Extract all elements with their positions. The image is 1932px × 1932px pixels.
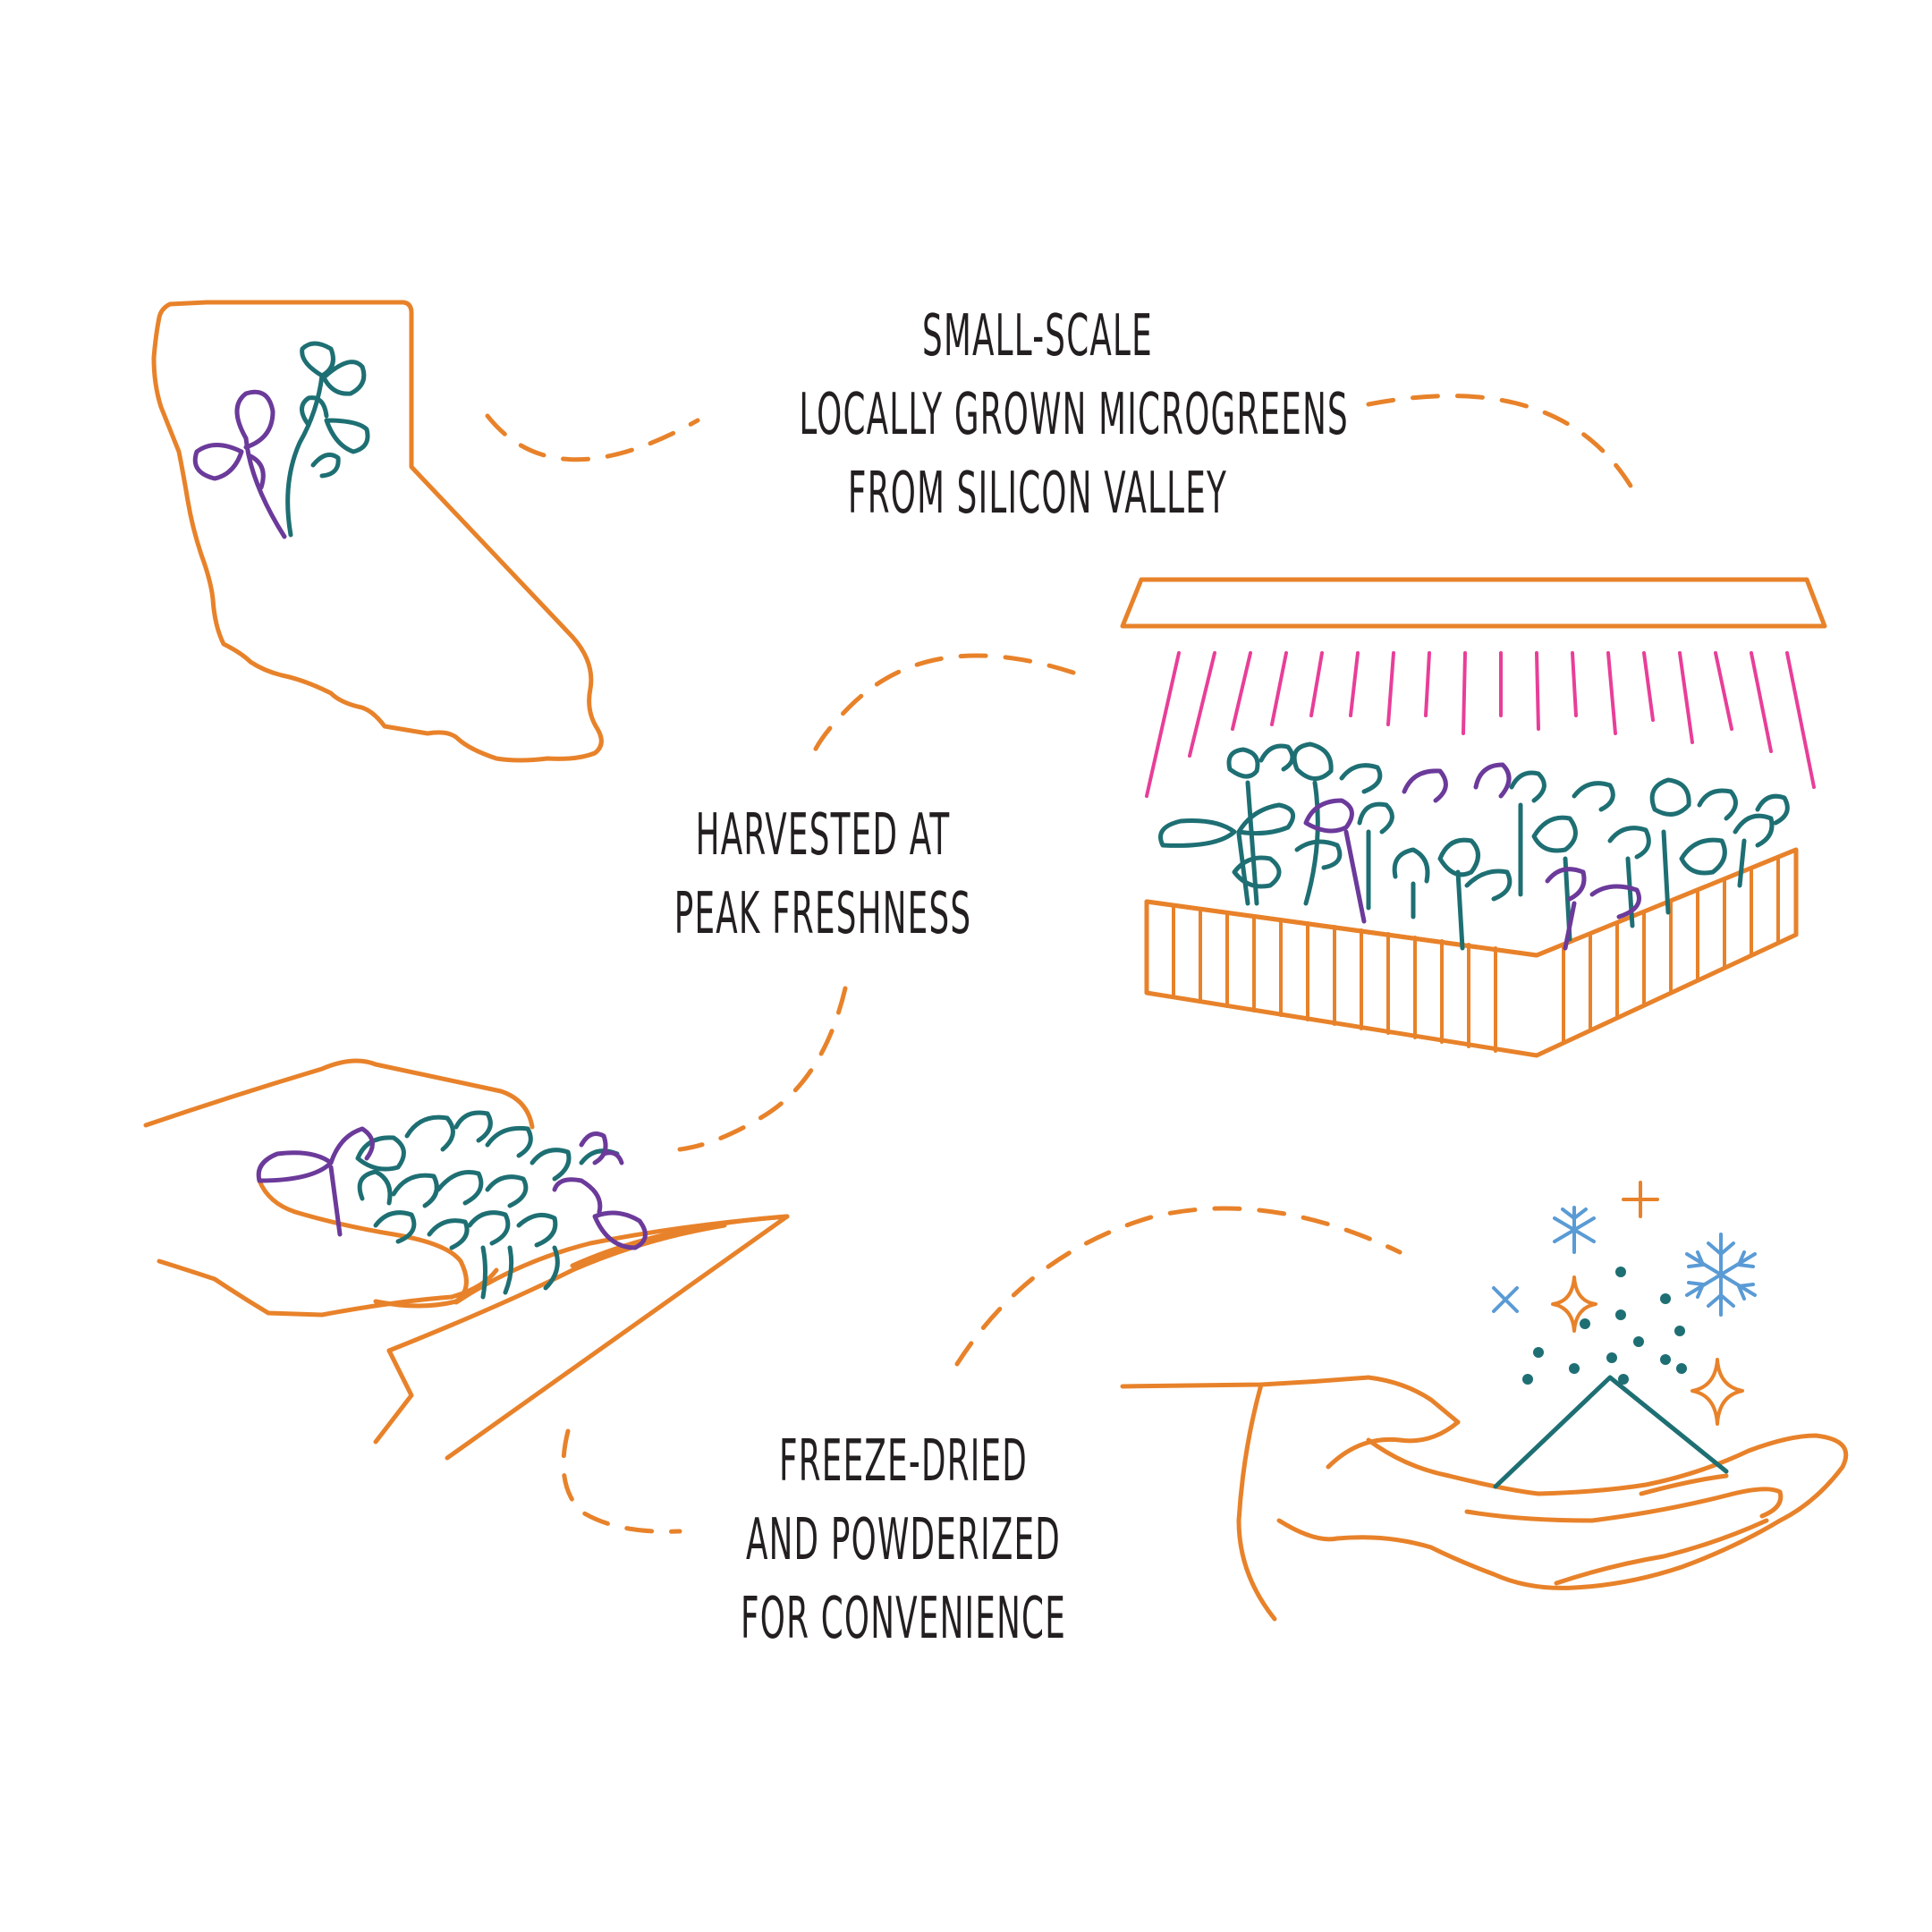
connector-dash-3 xyxy=(807,653,1076,767)
hand-holding-powder-icon xyxy=(1120,1267,1849,1622)
caption-local-grown: SMALL-SCALE LOCALLY GROWN MICROGREENS FR… xyxy=(799,297,1349,533)
grow-light-tray-icon xyxy=(1120,577,1827,1058)
california-map-icon xyxy=(151,300,604,763)
caption-line: FOR CONVENIENCE xyxy=(740,1586,1067,1652)
snowflake-icon xyxy=(1685,1233,1757,1317)
hand-holding-microgreens-icon xyxy=(143,1058,790,1461)
snowflake-icon xyxy=(1492,1286,1519,1313)
caption-harvested: HARVESTED AT PEAK FRESHNESS xyxy=(646,796,1001,953)
sparkle-icon xyxy=(1551,1275,1597,1333)
sparkle-icon xyxy=(1622,1181,1659,1218)
sparkle-icon xyxy=(1690,1358,1744,1426)
connector-dash-1 xyxy=(485,413,700,462)
connector-dash-4 xyxy=(677,986,848,1152)
caption-line: HARVESTED AT xyxy=(695,802,951,869)
caption-line: FROM SILICON VALLEY xyxy=(847,461,1228,527)
caption-line: LOCALLY GROWN MICROGREENS xyxy=(799,382,1349,448)
caption-line: PEAK FRESHNESS xyxy=(674,881,972,947)
caption-freeze-dried: FREEZE-DRIED AND POWDERIZED FOR CONVENIE… xyxy=(665,1422,1141,1658)
connector-dash-5 xyxy=(561,1428,682,1534)
connector-dash-6 xyxy=(954,1206,1402,1367)
caption-line: SMALL-SCALE xyxy=(922,303,1153,369)
snowflake-icon xyxy=(1553,1206,1596,1254)
caption-line: FREEZE-DRIED xyxy=(778,1428,1029,1495)
caption-line: AND POWDERIZED xyxy=(745,1507,1062,1573)
connector-dash-2 xyxy=(1366,394,1640,499)
